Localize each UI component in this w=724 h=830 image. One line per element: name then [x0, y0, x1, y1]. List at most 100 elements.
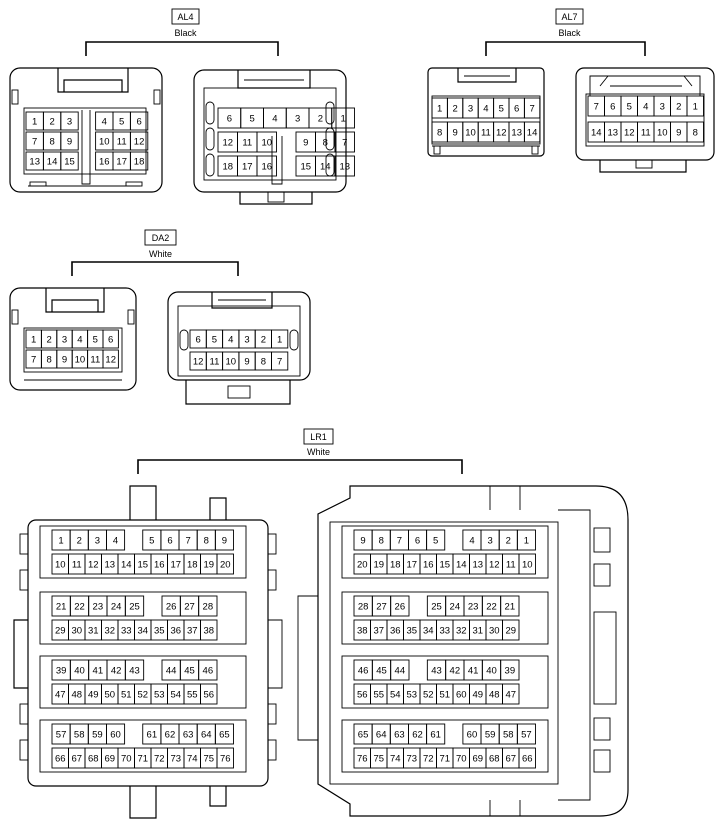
pin-number: 58 — [503, 730, 514, 741]
pin-number: 20 — [220, 560, 231, 571]
pin-number: 35 — [154, 626, 165, 637]
pin-number: 14 — [47, 157, 58, 168]
pin-cell — [523, 121, 541, 143]
pin-cell — [334, 131, 355, 153]
pin-number: 17 — [406, 560, 417, 571]
pin-number: 11 — [72, 560, 82, 571]
pin-number: 43 — [129, 666, 140, 677]
pin-number: 75 — [373, 754, 384, 765]
pin-number: 10 — [465, 128, 476, 139]
pin-number: 15 — [439, 560, 450, 571]
pin-number: 3 — [487, 536, 492, 547]
da2-color: White — [149, 249, 172, 259]
pin-number: 5 — [149, 536, 154, 547]
pin-number: 28 — [358, 602, 369, 613]
pin-number: 45 — [376, 666, 387, 677]
pin-number: 12 — [134, 137, 145, 148]
pin-number: 17 — [170, 560, 181, 571]
pin-number: 52 — [423, 690, 434, 701]
pin-cell — [256, 131, 277, 153]
pin-number: 4 — [102, 117, 107, 128]
pin-number: 63 — [394, 730, 405, 741]
pin-number: 48 — [71, 690, 82, 701]
pin-number: 8 — [49, 137, 54, 148]
pin-number: 65 — [358, 730, 369, 741]
al4-right-housing — [193, 69, 347, 205]
pin-number: 74 — [187, 754, 198, 765]
pin-number: 49 — [88, 690, 99, 701]
pin-number: 10 — [261, 138, 272, 149]
pin-number: 1 — [340, 114, 345, 125]
pin-number: 24 — [450, 602, 461, 613]
lr1-right-housing — [297, 485, 629, 817]
pin-number: 67 — [71, 754, 82, 765]
pin-number: 56 — [357, 690, 368, 701]
pin-number: 34 — [137, 626, 148, 637]
pin-number: 14 — [456, 560, 467, 571]
pin-number: 70 — [121, 754, 132, 765]
pin-cell — [105, 529, 126, 551]
pin-number: 15 — [137, 560, 148, 571]
pin-number: 45 — [184, 666, 195, 677]
pin-number: 2 — [452, 104, 457, 115]
pin-number: 2 — [506, 536, 511, 547]
pin-number: 21 — [56, 602, 67, 613]
pin-number: 46 — [203, 666, 214, 677]
da2-right-housing — [167, 291, 311, 405]
pin-number: 11 — [117, 137, 127, 148]
pin-number: 16 — [261, 162, 272, 173]
lr1-right-band — [341, 591, 549, 645]
pin-cell — [105, 723, 126, 745]
pin-number: 53 — [406, 690, 417, 701]
pin-number: 57 — [56, 730, 67, 741]
pin-number: 22 — [486, 602, 497, 613]
pin-cell — [502, 683, 520, 705]
pin-number: 19 — [373, 560, 384, 571]
pin-number: 7 — [277, 357, 282, 368]
pin-number: 4 — [228, 335, 233, 346]
pin-number: 23 — [468, 602, 479, 613]
pin-gap — [79, 153, 94, 169]
pin-number: 7 — [31, 355, 36, 366]
lr1-right-band — [341, 525, 549, 579]
pin-number: 75 — [203, 754, 214, 765]
pin-number: 33 — [439, 626, 450, 637]
pin-number: 18 — [222, 162, 233, 173]
pin-number: 13 — [511, 128, 522, 139]
pin-cell — [686, 121, 704, 143]
pin-number: 3 — [62, 335, 67, 346]
pin-number: 14 — [320, 162, 331, 173]
pin-number: 1 — [277, 335, 282, 346]
pin-gap — [446, 725, 462, 743]
pin-number: 17 — [116, 157, 127, 168]
pin-number: 12 — [88, 560, 99, 571]
pin-cell — [129, 111, 149, 131]
al7-header: AL7 Black — [485, 8, 646, 56]
pin-cell — [271, 329, 289, 349]
pin-number: 30 — [489, 626, 500, 637]
pin-number: 38 — [203, 626, 214, 637]
pin-number: 7 — [32, 137, 37, 148]
pin-number: 7 — [342, 138, 347, 149]
pin-number: 41 — [93, 666, 104, 677]
pin-number: 4 — [643, 102, 648, 113]
pin-cell — [60, 151, 79, 171]
pin-number: 20 — [357, 560, 368, 571]
pin-gap — [79, 113, 94, 129]
pin-number: 11 — [481, 128, 491, 139]
pin-number: 52 — [137, 690, 148, 701]
pin-cell — [129, 131, 149, 151]
pin-gap — [278, 157, 296, 175]
pin-number: 1 — [58, 536, 63, 547]
pin-number: 8 — [323, 138, 328, 149]
pin-number: 71 — [137, 754, 148, 765]
pin-number: 76 — [357, 754, 368, 765]
pin-cell — [686, 95, 704, 117]
pin-gap — [410, 661, 426, 679]
pin-number: 66 — [55, 754, 66, 765]
pin-number: 9 — [360, 536, 365, 547]
pin-number: 10 — [522, 560, 533, 571]
